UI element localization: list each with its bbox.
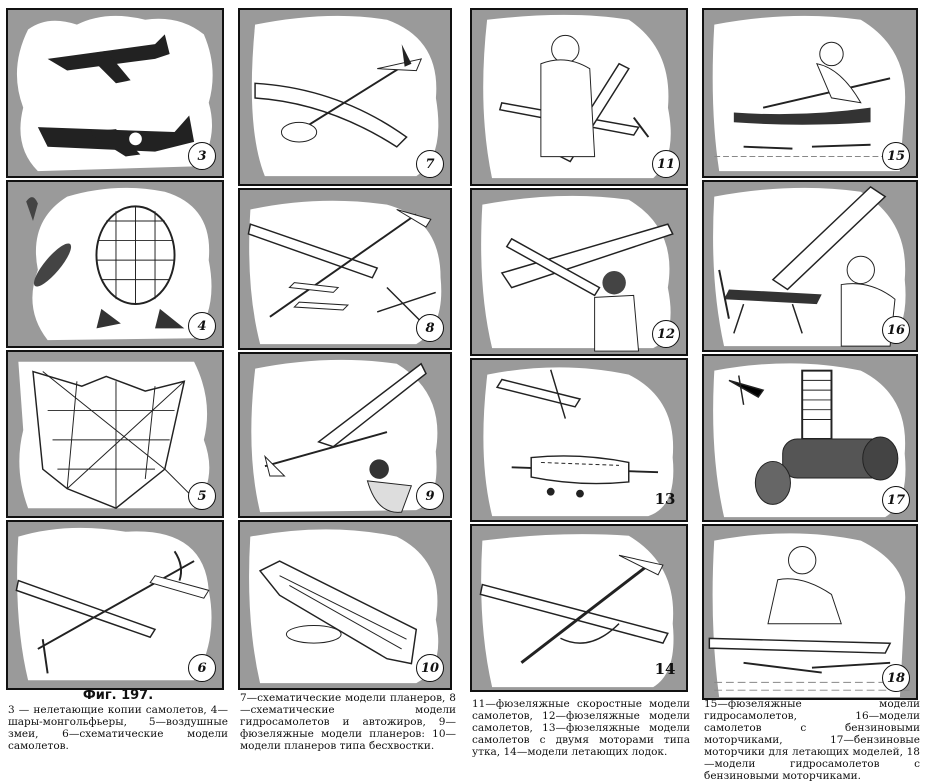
gasoline-motor-illustration: [713, 363, 906, 518]
panel-12-fuselage-model: 12: [470, 188, 688, 356]
airplanes-illustration: [16, 15, 213, 172]
panel-number: 17: [882, 486, 910, 514]
panel-number: 10: [416, 654, 444, 682]
panel-number: 18: [882, 664, 910, 692]
panel-number: 4: [188, 312, 216, 340]
glider-illustration: [251, 15, 439, 177]
panel-15-seaplane-model: 15: [702, 8, 918, 178]
panel-7-glider: 7: [238, 8, 452, 186]
caption-text: 3 — нелетающие копии самолетов, 4—шары-м…: [8, 704, 228, 752]
gasoline-model-illustration: [713, 185, 906, 347]
panel-10-flying-wing: 10: [238, 520, 452, 690]
figure-title: Фиг. 197.: [82, 688, 154, 703]
panel-4-balloon: 4: [6, 180, 224, 348]
panel-18-seaplane-gasoline: 18: [702, 524, 918, 700]
panel-number: 12: [652, 320, 680, 348]
schematic-plane-illustration: [15, 527, 212, 681]
panel-number: 6: [188, 654, 216, 682]
seaplane-model-illustration: [712, 15, 910, 172]
panel-number: 16: [882, 316, 910, 344]
caption-column-3: 11—фюзеляжные скоростные модели самолето…: [472, 698, 690, 758]
fuselage-glider-illustration: [251, 359, 438, 513]
canard-models-illustration: [483, 367, 674, 517]
panel-number: 8: [416, 314, 444, 342]
panel-11-speed-model: 11: [470, 8, 688, 186]
panel-number: 5: [188, 482, 216, 510]
panel-9-fuselage-glider: 9: [238, 352, 452, 518]
panel-number: 15: [882, 142, 910, 170]
caption-column-4: 15—фюзеляжные модели гидросамолетов, 16—…: [704, 698, 920, 782]
panel-14-flying-boat: 14: [470, 524, 688, 692]
panel-number: 14: [654, 660, 676, 678]
panel-5-kite: 5: [6, 350, 224, 518]
caption-text: 11—фюзеляжные скоростные модели самолето…: [472, 698, 690, 758]
seaplane-gasoline-illustration: [708, 533, 910, 698]
panel-number: 7: [416, 150, 444, 178]
panel-3-airplane-copies: 3: [6, 8, 224, 178]
fuselage-model-illustration: [481, 195, 674, 352]
flying-boat-illustration: [479, 534, 674, 688]
seaplane-illustration: [247, 200, 442, 345]
panel-6-schematic-model: 6: [6, 520, 224, 690]
caption-column-1: Фиг. 197. 3 — нелетающие копии самолетов…: [8, 688, 228, 752]
panel-number: 13: [654, 490, 676, 508]
panel-8-seaplane-autogyro: 8: [238, 188, 452, 350]
caption-text: 15—фюзеляжные модели гидросамолетов, 16—…: [704, 698, 920, 782]
caption-column-2: 7—схематические модели планеров, 8—схема…: [240, 692, 456, 752]
panel-13-canard-models: 13: [470, 358, 688, 522]
balloon-illustration: [26, 187, 212, 341]
panel-number: 9: [416, 482, 444, 510]
speed-model-illustration: [483, 14, 671, 179]
caption-text: 7—схематические модели планеров, 8—схема…: [240, 692, 456, 752]
panel-16-gasoline-model: 16: [702, 180, 918, 352]
flying-wing-illustration: [249, 529, 439, 684]
panel-number: 11: [652, 150, 680, 178]
panel-17-gasoline-motor: 17: [702, 354, 918, 522]
panel-number: 3: [188, 142, 216, 170]
